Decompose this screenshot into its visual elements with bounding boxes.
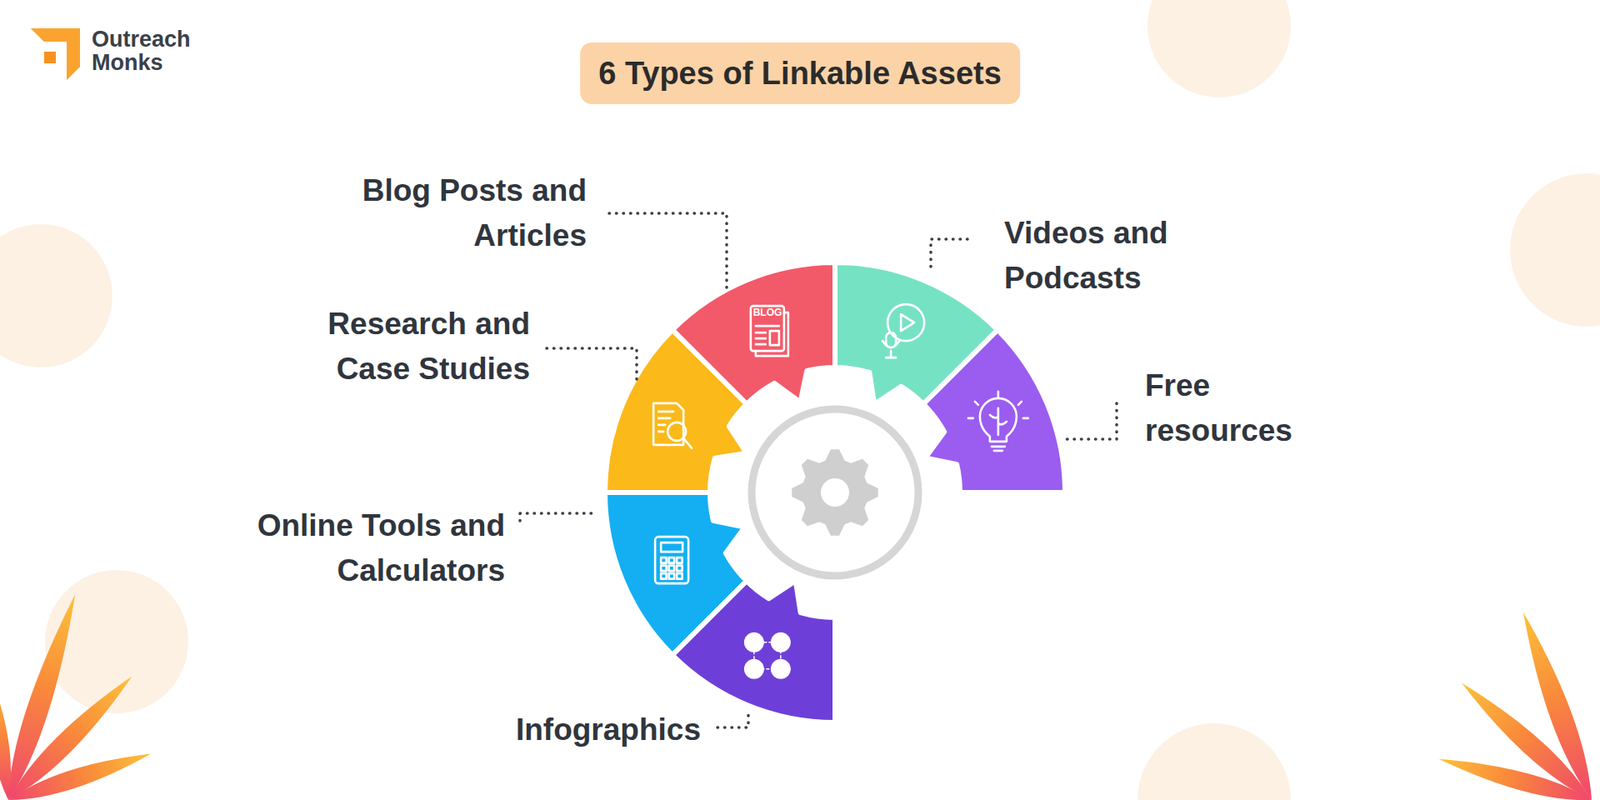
segment-label: Research and Case Studies (295, 301, 530, 392)
segment-icon (882, 304, 925, 358)
center-ring (751, 409, 919, 576)
leader-line (609, 213, 727, 290)
bg-circle (0, 224, 113, 368)
segment-label: Videos and Podcasts (1004, 210, 1205, 301)
ring-segment (605, 330, 747, 493)
leaves (0, 590, 155, 800)
segment-label-box: Videos and Podcasts (1004, 210, 1205, 301)
segment-icon (655, 536, 689, 584)
bg-circle (1137, 723, 1291, 800)
leader-line (930, 239, 968, 274)
bg-circle (1510, 173, 1600, 327)
leader-line (1066, 403, 1117, 440)
segment-label-box: Research and Case Studies (295, 301, 530, 392)
bg-circle (1147, 0, 1291, 98)
segment-icon (968, 391, 1029, 451)
gear-icon (791, 449, 879, 536)
segment-label: Online Tools and Calculators (227, 503, 505, 594)
leader-line (717, 709, 749, 728)
logo-mark (30, 28, 80, 80)
title: 6 Types of Linkable Assets (580, 42, 1020, 105)
segment-label: Free resources (1145, 363, 1318, 454)
ring-segment (672, 580, 835, 723)
leaves (1436, 608, 1600, 800)
segment-icon (750, 305, 789, 356)
leader-line (520, 513, 597, 526)
segment-label: Blog Posts and Articles (340, 168, 587, 259)
gear-hole (820, 478, 850, 507)
segment-label-box: Online Tools and Calculators (227, 503, 505, 594)
segment-label-box: Free resources (1145, 363, 1318, 454)
segment-label-box: Blog Posts and Articles (340, 168, 587, 259)
segment-icon (653, 403, 692, 449)
icon-text: BLOG (753, 307, 783, 318)
segment-icon (744, 632, 791, 680)
leader-line (546, 348, 637, 383)
logo-text: Outreach Monks (91, 28, 209, 75)
segment-label: Infographics (515, 707, 701, 753)
ring-segment (923, 330, 1065, 493)
segment-label-box: Infographics (515, 707, 701, 753)
